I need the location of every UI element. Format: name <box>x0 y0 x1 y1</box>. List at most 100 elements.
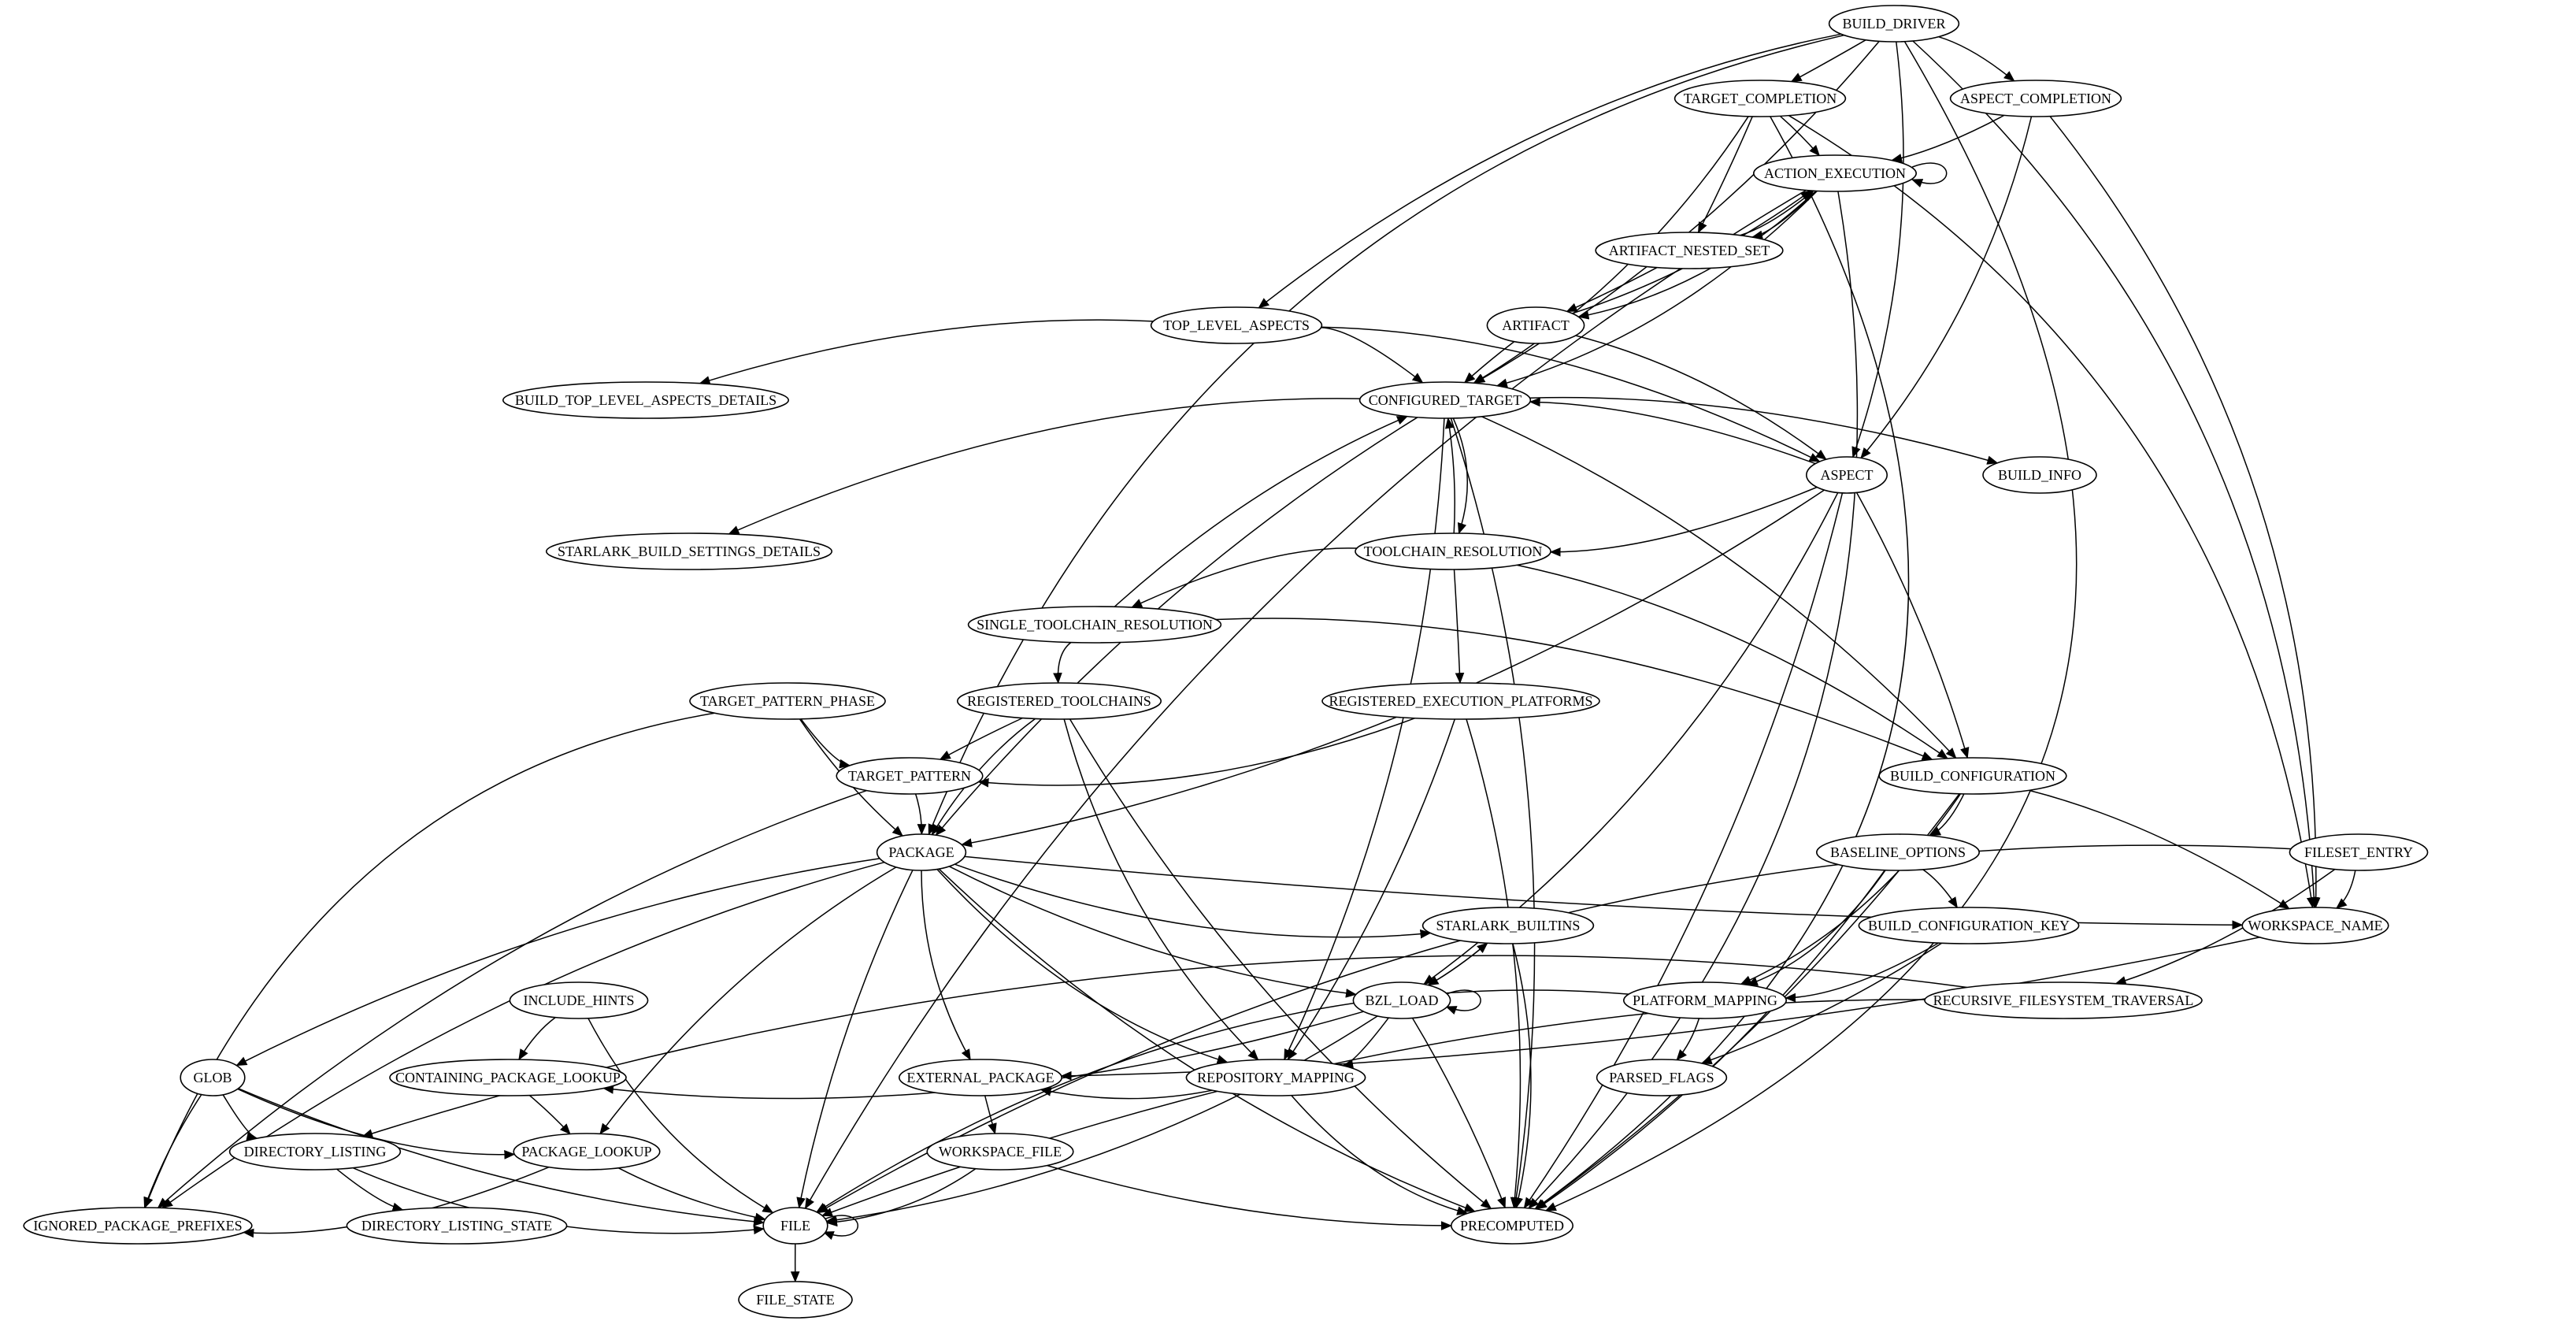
node-baseline-options: BASELINE_OPTIONS <box>1816 833 1981 871</box>
edge-starlark-builtins--bzl-load <box>1427 942 1488 986</box>
node-include-hints: INCLUDE_HINTS <box>509 981 649 1019</box>
node-label-registered-execution-platforms: REGISTERED_EXECUTION_PLATFORMS <box>1329 693 1592 709</box>
node-label-workspace-name: WORKSPACE_NAME <box>2248 918 2382 933</box>
node-platform-mapping: PLATFORM_MAPPING <box>1623 981 1788 1019</box>
node-label-repository-mapping: REPOSITORY_MAPPING <box>1197 1070 1355 1085</box>
edge-single-toolchain-resolution--registered-toolchains <box>1053 642 1072 685</box>
edge-package--package-lookup <box>599 866 897 1135</box>
edge-toolchain-resolution--build-configuration <box>1517 564 1948 759</box>
edge-build-driver--precomputed <box>1544 41 2077 1211</box>
edge-build-configuration-key--platform-mapping <box>1785 942 1939 1003</box>
edge-include-hints--containing-package-lookup <box>518 1016 556 1061</box>
node-registered-toolchains: REGISTERED_TOOLCHAINS <box>957 682 1162 720</box>
node-label-aspect-completion: ASPECT_COMPLETION <box>1960 91 2111 106</box>
node-label-starlark-build-settings-details: STARLARK_BUILD_SETTINGS_DETAILS <box>558 544 821 559</box>
edge-glob--file <box>238 1088 765 1226</box>
edge-package--repository-mapping <box>936 868 1229 1064</box>
edge-aspect--configured-target <box>1529 397 1816 465</box>
edge-package-lookup--file <box>617 1167 766 1223</box>
edge-bzl-load--repository-mapping <box>1342 1017 1389 1069</box>
node-ignored-package-prefixes: IGNORED_PACKAGE_PREFIXES <box>23 1207 253 1245</box>
edge-build-driver--top-level-aspects <box>1258 33 1841 309</box>
node-single-toolchain-resolution: SINGLE_TOOLCHAIN_RESOLUTION <box>967 606 1222 644</box>
node-label-starlark-builtins: STARLARK_BUILTINS <box>1436 918 1581 933</box>
node-label-action-execution: ACTION_EXECUTION <box>1764 165 1906 181</box>
node-directory-listing: DIRECTORY_LISTING <box>228 1133 402 1171</box>
node-registered-execution-platforms: REGISTERED_EXECUTION_PLATFORMS <box>1321 682 1600 720</box>
node-external-package: EXTERNAL_PACKAGE <box>899 1059 1063 1096</box>
edge-file--file <box>822 1215 859 1240</box>
edge-configured-target--build-info <box>1529 396 1999 465</box>
edge-configured-target--toolchain-resolution <box>1452 417 1468 535</box>
edge-target-completion--workspace-name <box>1788 115 2316 909</box>
edge-single-toolchain-resolution--build-configuration <box>1215 618 1933 760</box>
node-label-package-lookup: PACKAGE_LOOKUP <box>521 1144 651 1159</box>
edge-target-pattern-phase--ignored-package-prefixes <box>144 712 715 1209</box>
edge-workspace-file--file <box>826 1168 977 1227</box>
edge-fileset-entry--workspace-name <box>2335 870 2356 909</box>
edge-target-pattern-phase--target-pattern <box>800 718 851 769</box>
node-label-file-state: FILE_STATE <box>756 1292 835 1308</box>
edge-target-pattern--package <box>914 793 927 836</box>
node-file-state: FILE_STATE <box>738 1281 853 1319</box>
edge-bzl-load--precomputed <box>1411 1018 1507 1209</box>
edge-aspect--precomputed <box>1523 492 1844 1209</box>
edge-artifact-nested-set--artifact <box>1566 266 1658 313</box>
node-build-configuration: BUILD_CONFIGURATION <box>1878 757 2067 795</box>
node-label-glob: GLOB <box>194 1070 232 1085</box>
edge-action-execution--configured-target <box>1496 190 1818 388</box>
edge-glob--directory-listing <box>222 1094 258 1141</box>
edge-registered-execution-platforms--repository-mapping <box>1287 718 1456 1061</box>
edge-package--file <box>796 870 914 1209</box>
edge-registered-toolchains--target-pattern <box>939 717 1023 760</box>
node-label-directory-listing: DIRECTORY_LISTING <box>244 1144 387 1159</box>
node-label-artifact-nested-set: ARTIFACT_NESTED_SET <box>1609 243 1770 258</box>
edge-configured-target--package <box>935 417 1418 837</box>
edges-layer <box>143 33 2356 1283</box>
node-label-ignored-package-prefixes: IGNORED_PACKAGE_PREFIXES <box>33 1218 242 1234</box>
edge-aspect-completion--workspace-name <box>2049 116 2321 909</box>
edge-registered-toolchains--precomputed <box>1069 718 1492 1210</box>
edge-baseline-options--precomputed <box>1536 870 1886 1210</box>
edge-build-configuration--platform-mapping <box>1740 793 1962 985</box>
edge-baseline-options--build-configuration-key <box>1922 869 1958 909</box>
node-workspace-file: WORKSPACE_FILE <box>926 1133 1074 1171</box>
edge-top-level-aspects--aspect <box>1321 326 1821 462</box>
edge-starlark-builtins--precomputed <box>1512 943 1532 1209</box>
node-label-build-configuration-key: BUILD_CONFIGURATION_KEY <box>1868 918 2070 933</box>
node-label-include-hints: INCLUDE_HINTS <box>524 993 635 1008</box>
node-label-external-package: EXTERNAL_PACKAGE <box>906 1070 1054 1085</box>
edge-build-driver--target-completion <box>1790 39 1866 83</box>
node-action-execution: ACTION_EXECUTION <box>1753 154 1918 192</box>
node-label-build-top-level-aspects-details: BUILD_TOP_LEVEL_ASPECTS_DETAILS <box>515 392 777 408</box>
edge-repository-mapping--external-package <box>1040 1087 1213 1100</box>
node-label-build-driver: BUILD_DRIVER <box>1843 16 1946 32</box>
node-artifact-nested-set: ARTIFACT_NESTED_SET <box>1595 232 1784 269</box>
node-aspect-completion: ASPECT_COMPLETION <box>1949 80 2122 117</box>
node-build-info: BUILD_INFO <box>1982 456 2097 494</box>
edge-build-configuration--baseline-options <box>1929 793 1965 837</box>
edge-top-level-aspects--configured-target <box>1321 327 1424 384</box>
edge-build-configuration--workspace-name <box>2029 789 2290 910</box>
edge-toolchain-resolution--registered-execution-platforms <box>1453 569 1465 685</box>
edge-glob--ignored-package-prefixes <box>143 1094 202 1209</box>
edge-toolchain-resolution--single-toolchain-resolution <box>1131 547 1357 608</box>
edge-package--external-package <box>921 870 971 1061</box>
edge-artifact--aspect <box>1575 335 1827 460</box>
edge-bzl-load--bzl-load <box>1445 989 1481 1015</box>
node-label-precomputed: PRECOMPUTED <box>1460 1218 1564 1234</box>
node-label-workspace-file: WORKSPACE_FILE <box>939 1144 1062 1159</box>
edge-bzl-load--starlark-builtins <box>1428 942 1488 986</box>
edge-action-execution--artifact-nested-set <box>1751 190 1818 240</box>
node-label-artifact: ARTIFACT <box>1502 317 1570 333</box>
node-target-pattern-phase: TARGET_PATTERN_PHASE <box>689 682 886 720</box>
node-directory-listing-state: DIRECTORY_LISTING_STATE <box>346 1207 568 1245</box>
edge-aspect-completion--aspect <box>1860 116 2033 459</box>
edge-toolchain-resolution--configured-target <box>1444 417 1455 534</box>
node-label-target-completion: TARGET_COMPLETION <box>1684 91 1837 106</box>
edge-top-level-aspects--build-top-level-aspects-details <box>699 319 1154 385</box>
edge-build-configuration-key--parsed-flags <box>1700 942 1943 1065</box>
edge-artifact--configured-target <box>1464 341 1515 384</box>
edge-aspect--toolchain-resolution <box>1549 486 1818 557</box>
node-bzl-load: BZL_LOAD <box>1352 981 1451 1019</box>
